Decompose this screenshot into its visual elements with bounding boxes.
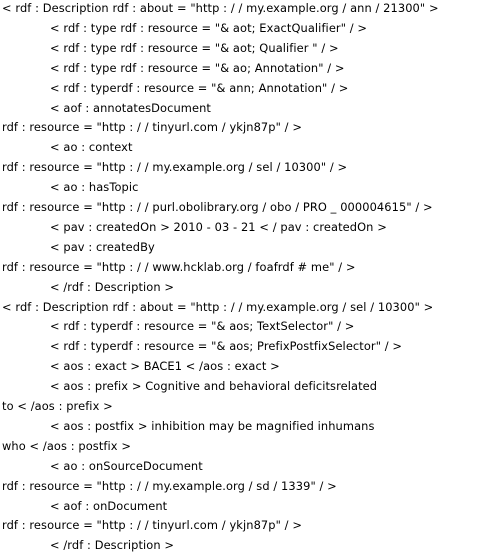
document-line: < ao : hasTopic xyxy=(50,180,139,195)
document-line: < rdf : type rdf : resource = "& aot; Qu… xyxy=(50,40,339,55)
document-line: to < /aos : prefix > xyxy=(2,399,113,413)
document-line: < pav : createdBy xyxy=(50,239,155,254)
document-line: < /rdf : Description > xyxy=(50,538,175,553)
document-line: who < /aos : postfix > xyxy=(2,438,131,453)
document-line: < aos : postfix > inhibition may be magn… xyxy=(50,418,375,433)
document-line: < rdf : typerdf : resource = "& aos; Tex… xyxy=(50,319,355,334)
document-line: rdf : resource = "http : / / tinyurl.com… xyxy=(2,120,302,135)
document-line: < rdf : typerdf : resource = "& aos; Pre… xyxy=(50,339,403,354)
document-line: < rdf : type rdf : resource = "& ao; Ann… xyxy=(50,60,345,75)
document-line: < aos : exact > BACE1 < /aos : exact > xyxy=(50,359,280,374)
document-line: < /rdf : Description > xyxy=(50,279,175,294)
document-line: rdf : resource = "http : / / tinyurl.com… xyxy=(2,518,302,533)
document-line: < rdf : Description rdf : about = "http … xyxy=(2,299,434,314)
document-line: < rdf : Description rdf : about = "http … xyxy=(2,1,439,15)
document-line: rdf : resource = "http : / / www.hcklab.… xyxy=(2,259,356,274)
document-line: < pav : createdOn > 2010 - 03 - 21 < / p… xyxy=(50,219,387,234)
document-line: rdf : resource = "http : / / my.example.… xyxy=(2,478,337,493)
document-line: < aof : annotatesDocument xyxy=(50,100,211,115)
document-line: rdf : resource = "http : / / purl.obolib… xyxy=(2,200,433,214)
document-line: < rdf : type rdf : resource = "& aot; Ex… xyxy=(50,20,368,35)
document-line: < aof : onDocument xyxy=(50,498,168,513)
document-line: < ao : context xyxy=(50,140,133,155)
document-line: < rdf : typerdf : resource = "& ann; Ann… xyxy=(50,80,349,95)
document-line: < aos : prefix > Cognitive and behaviora… xyxy=(50,379,378,394)
document-line: < ao : onSourceDocument xyxy=(50,458,203,473)
document-line: rdf : resource = "http : / / my.example.… xyxy=(2,160,348,175)
